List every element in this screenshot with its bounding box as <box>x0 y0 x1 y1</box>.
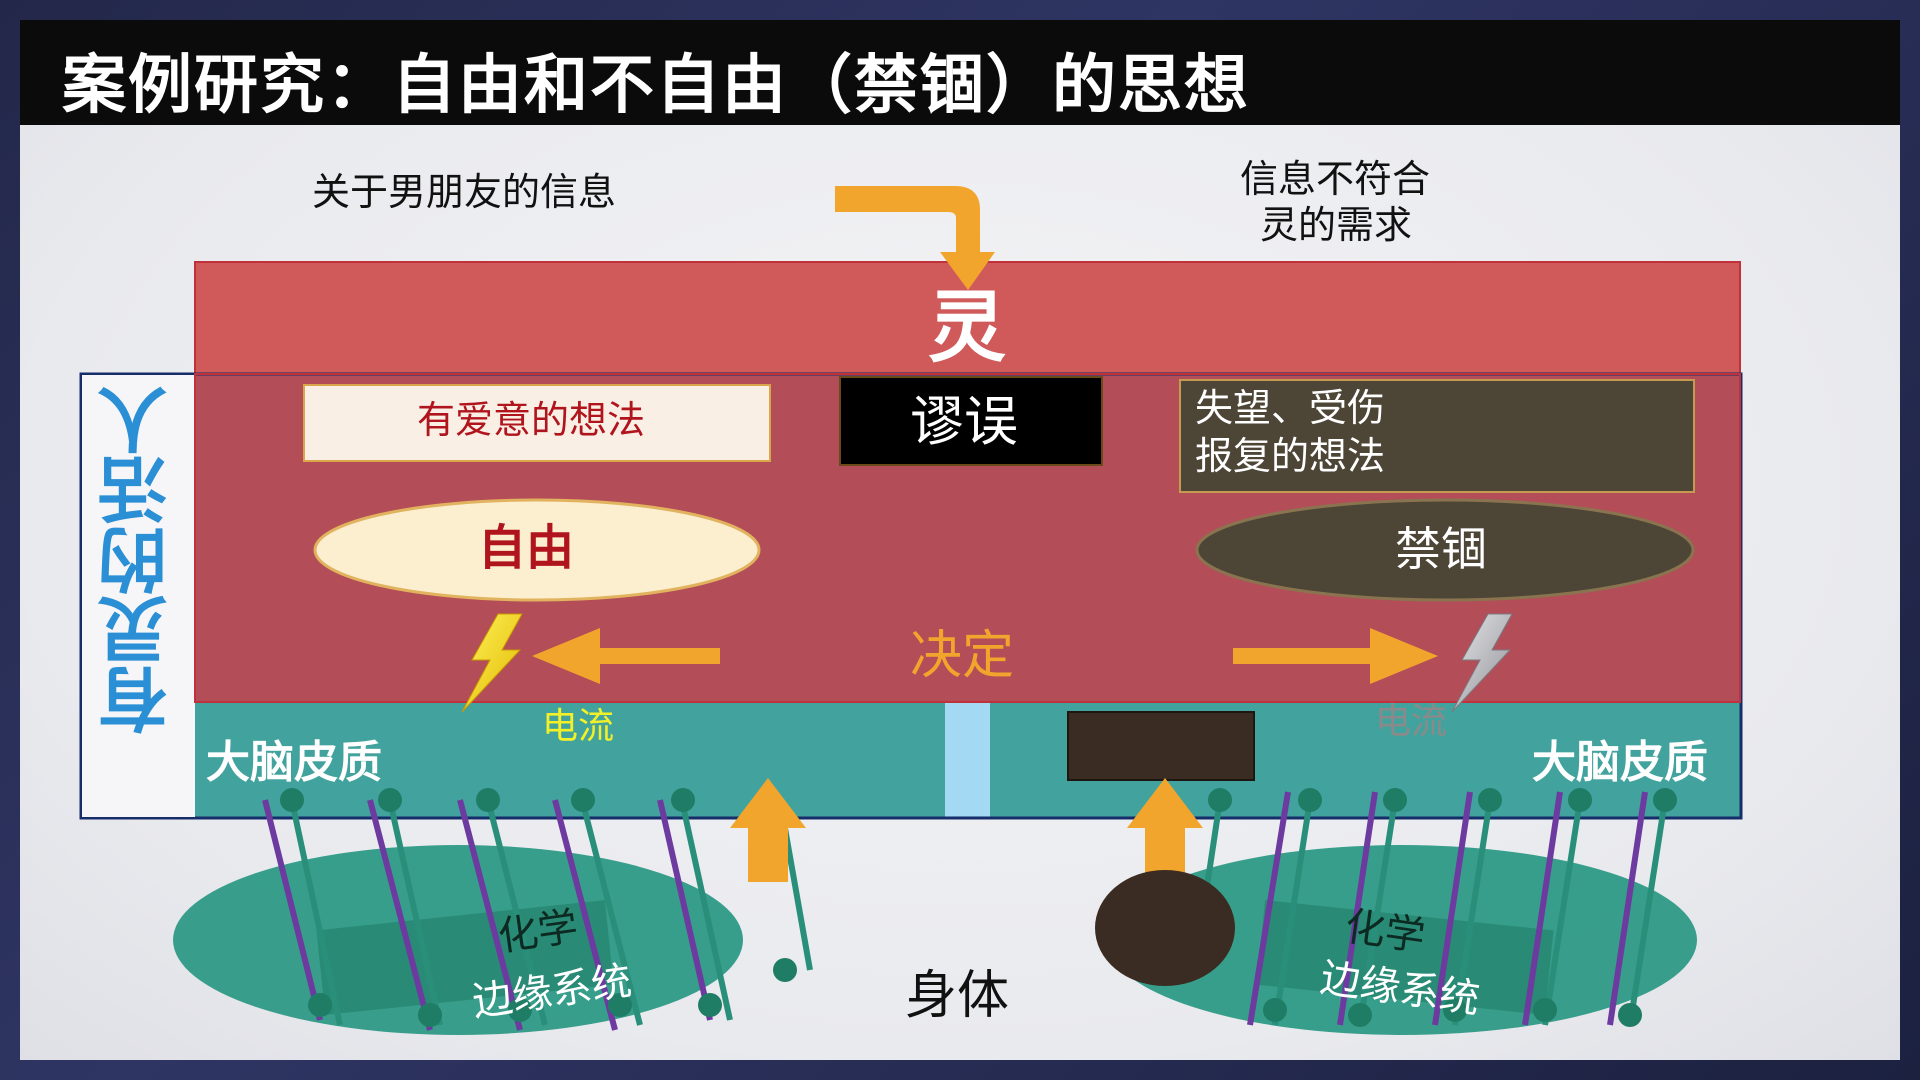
title-bar: 案例研究：自由和不自由（禁锢）的思想 <box>20 20 1900 125</box>
hurt-thought-line2: 报复的想法 <box>1195 434 1386 478</box>
up-arrow-left-icon <box>730 778 806 882</box>
living-person-sidebar <box>82 375 195 817</box>
page-title: 案例研究：自由和不自由（禁锢）的思想 <box>62 49 1250 123</box>
inner-region-border <box>194 373 1741 703</box>
neural-nodes-left <box>280 788 797 1027</box>
right-arrow-icon <box>1233 628 1438 684</box>
hurt-thought-box <box>1179 379 1695 493</box>
freedom-ellipse <box>313 498 761 602</box>
freedom-label: 自由 <box>478 520 575 576</box>
neural-lines-right <box>1202 791 1668 1026</box>
blocking-ball <box>1095 870 1235 986</box>
cortex-left-label: 大脑皮质 <box>206 737 382 788</box>
info-top-right-line1: 信息不符合 <box>1240 157 1431 201</box>
hurt-thought-line1: 失望、受伤 <box>1195 386 1386 430</box>
bondage-ellipse <box>1195 498 1695 602</box>
blocked-cortex-block <box>1067 711 1255 781</box>
loving-thought-label: 有爱意的想法 <box>417 398 646 442</box>
up-arrow-right-icon <box>1127 778 1203 882</box>
arrow-icon <box>835 186 995 290</box>
bondage-label: 禁锢 <box>1395 522 1487 576</box>
neural-nodes-right <box>1208 788 1677 1027</box>
limbic-inner-left <box>316 900 614 1015</box>
loving-thought-box <box>303 384 771 462</box>
info-top-left: 关于男朋友的信息 <box>312 170 617 214</box>
body-label: 身体 <box>905 966 1010 1026</box>
current-left-label: 电流 <box>542 706 615 747</box>
info-top-right-line2: 灵的需求 <box>1260 203 1413 247</box>
left-arrow-icon <box>532 628 720 684</box>
cortex-right-label: 大脑皮质 <box>1532 737 1708 788</box>
slide: 案例研究：自由和不自由（禁锢）的思想 <box>20 20 1900 1060</box>
cortex-gap <box>945 702 990 817</box>
lightning-bolt-gray-icon <box>1451 613 1513 713</box>
limbic-inner-right <box>1256 900 1554 1015</box>
current-right-label: 电流 <box>1375 701 1448 742</box>
lightning-bolt-icon <box>461 613 523 713</box>
error-label: 谬误 <box>910 390 1018 453</box>
diagram-canvas <box>79 186 1743 1035</box>
spirit-label: 灵 <box>928 283 1007 373</box>
decision-label: 决定 <box>910 626 1015 686</box>
living-person-label: 有灵的活人 <box>97 385 179 735</box>
error-box <box>839 376 1103 466</box>
